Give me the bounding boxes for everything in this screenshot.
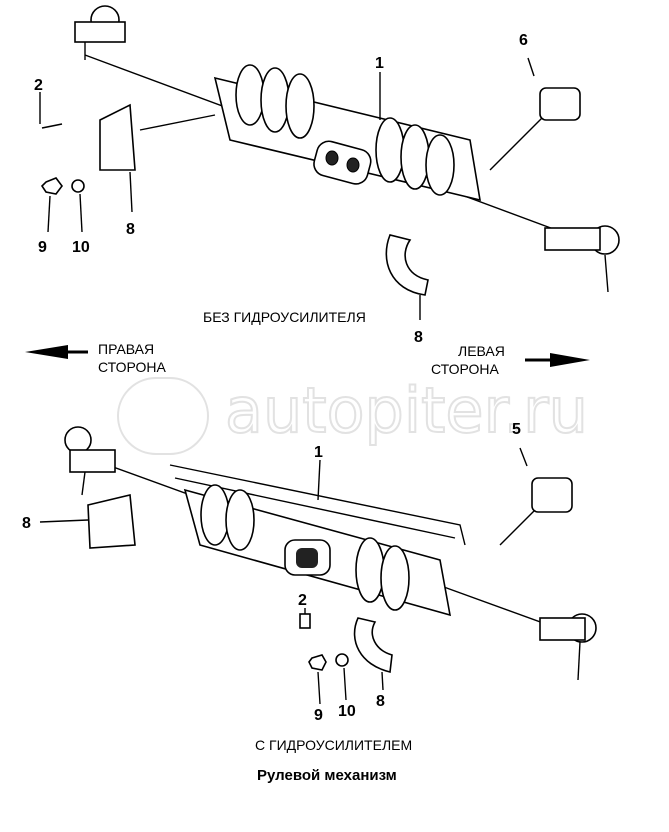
label-1-bottom: 1 (314, 444, 323, 461)
left-side-line1: ЛЕВАЯ (458, 343, 505, 359)
right-side-line2: СТОРОНА (98, 359, 166, 375)
caption-power: С ГИДРОУСИЛИТЕЛЕМ (255, 737, 412, 753)
figure-title: Рулевой механизм (257, 767, 397, 784)
arrow-left-icon (25, 345, 88, 359)
label-5-bottom: 5 (512, 421, 521, 438)
label-8a-bottom: 8 (22, 515, 31, 532)
label-10-bottom: 10 (338, 703, 356, 720)
label-2-top: 2 (34, 77, 43, 94)
label-8a-top: 8 (126, 221, 135, 238)
label-8b-top: 8 (414, 329, 423, 346)
watermark-logo (117, 377, 209, 455)
steering-rack-manual (39, 5, 620, 320)
steering-rack-power (39, 426, 597, 705)
label-6-top: 6 (519, 32, 528, 49)
label-10-top: 10 (72, 239, 90, 256)
arrow-right-icon (525, 353, 590, 367)
left-side-line2: СТОРОНА (431, 361, 499, 377)
label-1-top: 1 (375, 55, 384, 72)
watermark: autopiter.ru (225, 374, 588, 447)
label-2-bottom: 2 (298, 592, 307, 609)
caption-manual: БЕЗ ГИДРОУСИЛИТЕЛЯ (203, 309, 366, 325)
label-8b-bottom: 8 (376, 693, 385, 710)
right-side-line1: ПРАВАЯ (98, 341, 154, 357)
label-9-top: 9 (38, 239, 47, 256)
label-9-bottom: 9 (314, 707, 323, 724)
